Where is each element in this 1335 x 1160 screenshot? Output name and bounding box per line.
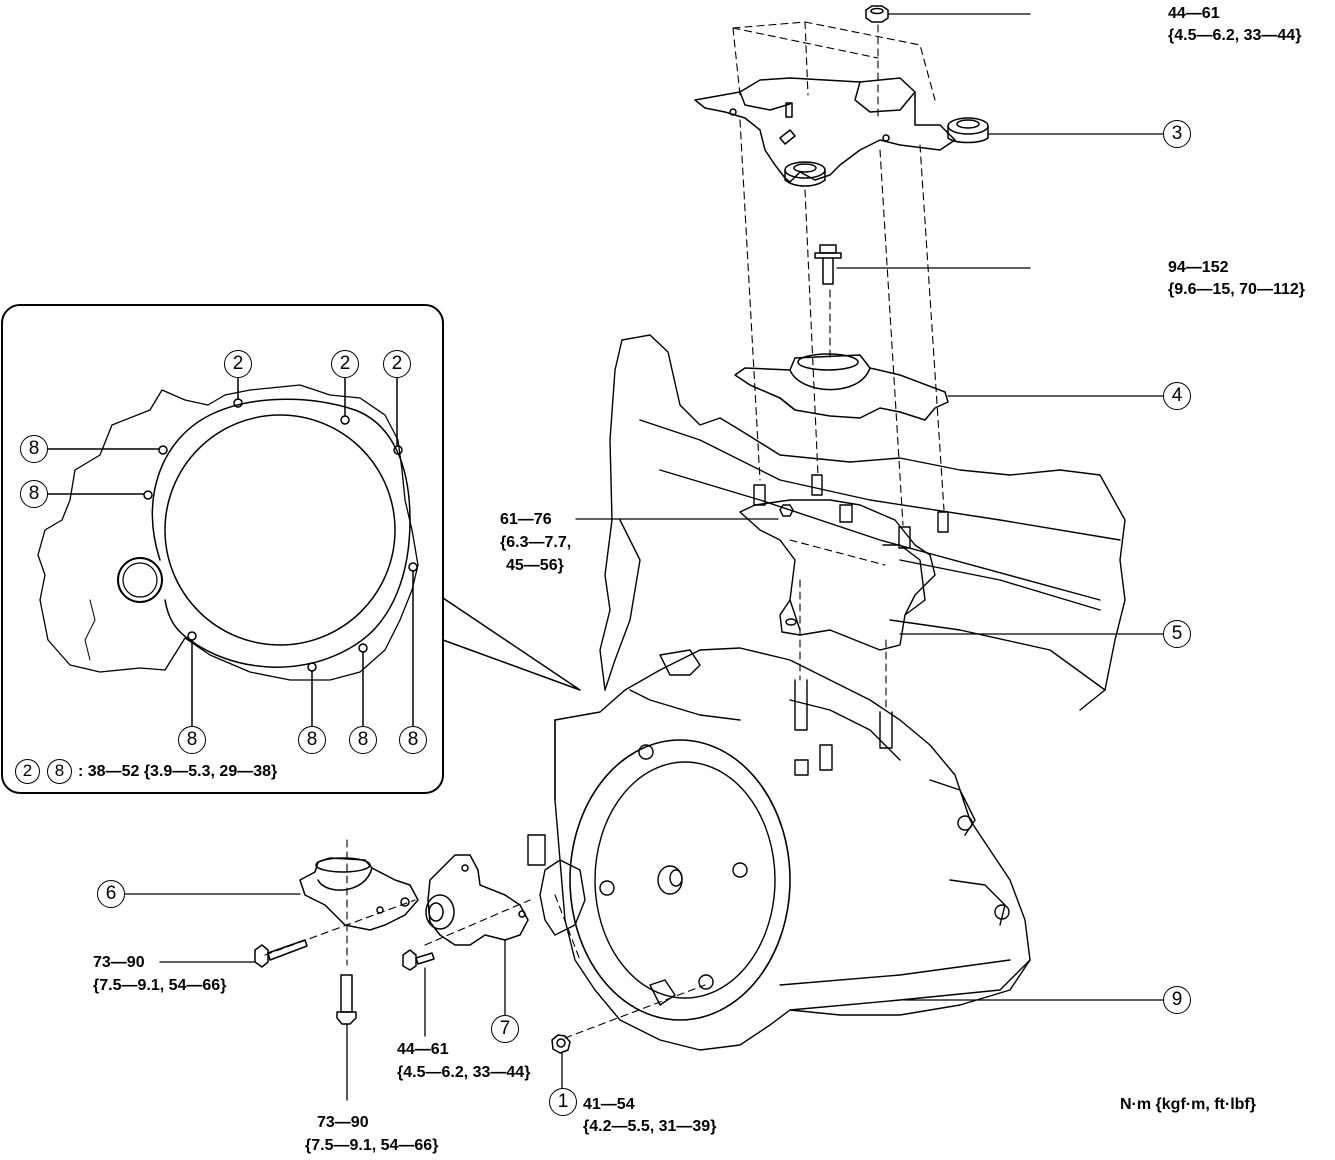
units-legend: N·m {kgf·m, ft·lbf} xyxy=(1120,1096,1256,1113)
callout-8d: 8 xyxy=(298,726,326,754)
part-5-callout: 5 xyxy=(1163,620,1191,648)
fasteners xyxy=(254,939,571,1054)
callout-2b: 2 xyxy=(331,350,359,378)
callout-8f: 8 xyxy=(399,726,427,754)
part-7-callout: 7 xyxy=(491,1015,519,1043)
leader-lines xyxy=(124,13,1164,1101)
torque-mount5-nut: 61—76 xyxy=(500,511,552,528)
torque-long-bolt-imperial: {9.6—15, 70—112} xyxy=(1168,281,1305,298)
legend-ref-8: 8 xyxy=(47,759,72,784)
detail-inset xyxy=(1,304,581,794)
torque-nut-1: 41—54 xyxy=(583,1096,635,1113)
long-bolt xyxy=(814,244,842,285)
callout-8e: 8 xyxy=(349,726,377,754)
guide-lines xyxy=(264,21,945,1039)
torque-bracket7-bolt-imperial: {4.5—6.2, 33—44} xyxy=(397,1064,531,1081)
part-6-callout: 6 xyxy=(97,880,125,908)
detail-torque-spec: : 38—52 {3.9—5.3, 29—38} xyxy=(78,763,278,780)
torque-mount6-vertical: 73—90 xyxy=(317,1114,369,1131)
callout-2c: 2 xyxy=(383,350,411,378)
callout-2a: 2 xyxy=(224,350,252,378)
torque-mount5-nut-imperial-2: 45—56} xyxy=(506,557,564,574)
torque-bracket7-bolt: 44—61 xyxy=(397,1041,449,1058)
torque-mount6-vertical-imperial: {7.5—9.1, 54—66} xyxy=(305,1137,439,1154)
transaxle-body xyxy=(527,334,1126,1051)
mount-6 xyxy=(299,857,419,931)
callout-8a: 8 xyxy=(20,435,48,463)
callout-8c: 8 xyxy=(178,726,206,754)
part-1-callout: 1 xyxy=(549,1088,577,1116)
torque-long-bolt: 94—152 xyxy=(1168,259,1229,276)
mount-4 xyxy=(734,353,949,421)
torque-nut-1-imperial: {4.2—5.5, 31—39} xyxy=(583,1118,717,1135)
torque-mount5-nut-imperial-1: {6.3—7.7, xyxy=(500,534,572,551)
part-9-callout: 9 xyxy=(1163,986,1191,1014)
callout-8b: 8 xyxy=(20,480,48,508)
part-4-callout: 4 xyxy=(1163,382,1191,410)
torque-mount6-horizontal: 73—90 xyxy=(93,954,145,971)
bracket-7 xyxy=(425,854,529,946)
torque-mount6-horizontal-imperial: {7.5—9.1, 54—66} xyxy=(93,977,227,994)
torque-top-nut-imperial: {4.5—6.2, 33—44} xyxy=(1168,27,1302,44)
torque-top-nut: 44—61 xyxy=(1168,5,1220,22)
upper-bracket xyxy=(694,5,989,187)
legend-ref-2: 2 xyxy=(15,759,40,784)
part-3-callout: 3 xyxy=(1163,120,1191,148)
